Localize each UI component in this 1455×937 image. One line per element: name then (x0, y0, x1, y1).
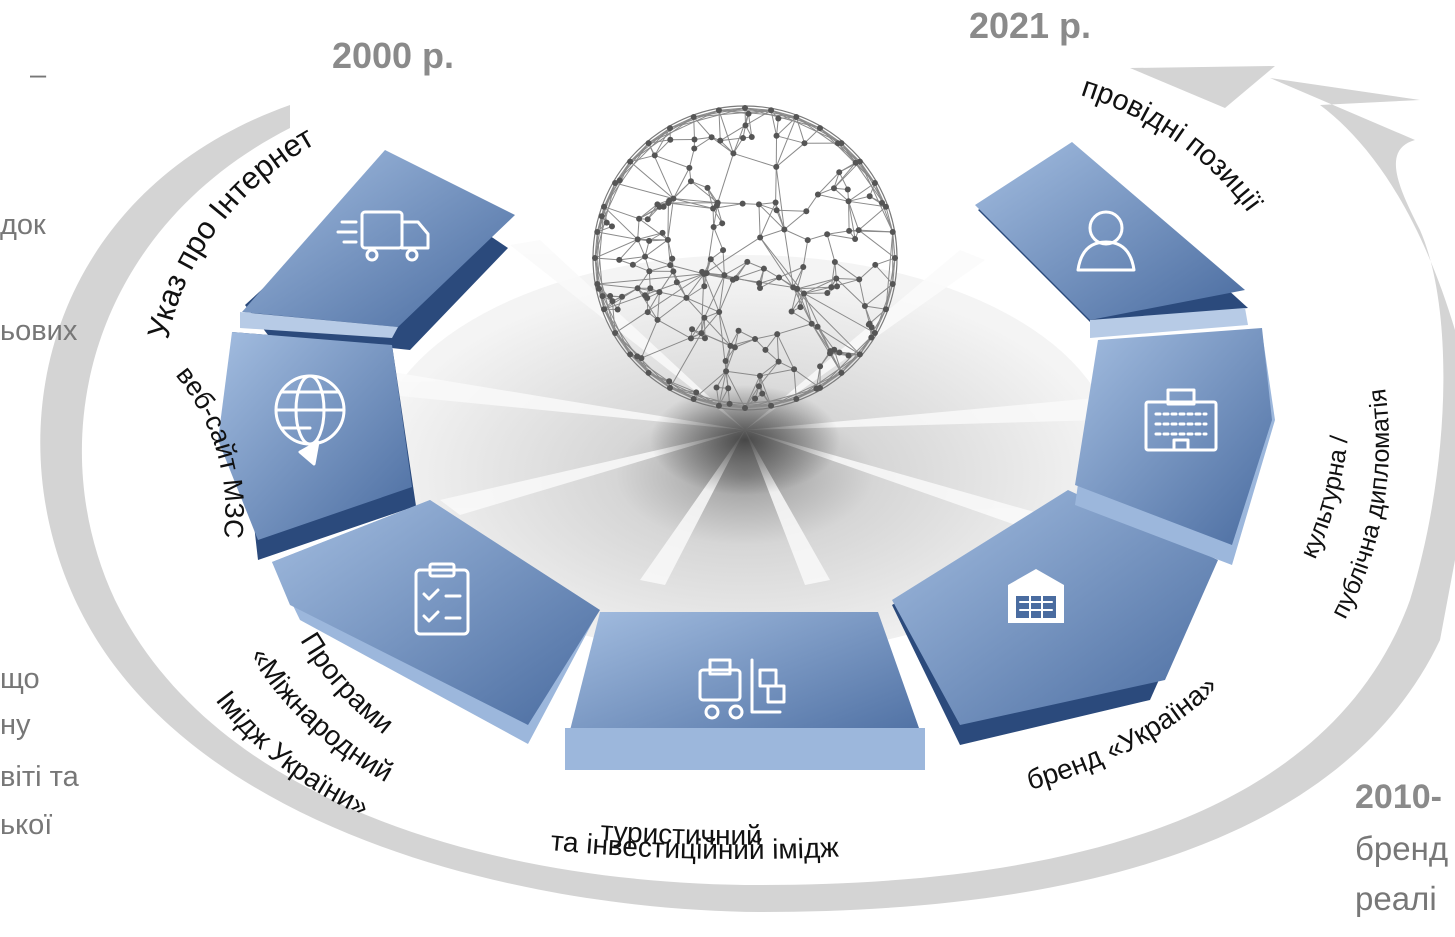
left-fragment-6: віті та (0, 761, 80, 793)
right-fragment-1: бренд (1355, 830, 1448, 867)
segment-ukaz (240, 150, 515, 350)
office-building-icon (1144, 388, 1218, 452)
left-fragment-2: док (0, 209, 46, 241)
left-fragment-4: що (0, 663, 40, 695)
left-fragment-5: ну (0, 709, 31, 741)
label-kult-line1: культурна / (1295, 434, 1354, 562)
right-fragment-2: реалі (1355, 880, 1437, 917)
central-disc (375, 240, 1115, 655)
year-mid-partial-label: 2010- (1355, 778, 1442, 816)
left-fragment-7: ької (0, 809, 52, 841)
forklift-icon (698, 658, 786, 720)
network-globe-icon (592, 105, 898, 411)
label-tur-line1: туристичний (600, 815, 762, 851)
arrow-head (1130, 66, 1275, 108)
left-fragment-1: – (30, 59, 47, 91)
user-icon (1076, 210, 1136, 272)
year-end-label: 2021 р. (969, 5, 1091, 46)
globe-nodes (592, 105, 898, 411)
globe-refresh-icon (274, 374, 346, 466)
segment-tur (565, 612, 925, 770)
year-start-label: 2000 р. (332, 35, 454, 76)
circular-arrow (40, 66, 1455, 912)
segment-prov (975, 142, 1248, 338)
segment-veb (218, 332, 416, 560)
left-fragment-3: ьових (0, 315, 78, 347)
warehouse-icon (1008, 569, 1064, 623)
clipboard-checklist-icon (414, 562, 470, 636)
globe-shadow (650, 385, 840, 495)
delivery-truck-icon (336, 210, 430, 262)
